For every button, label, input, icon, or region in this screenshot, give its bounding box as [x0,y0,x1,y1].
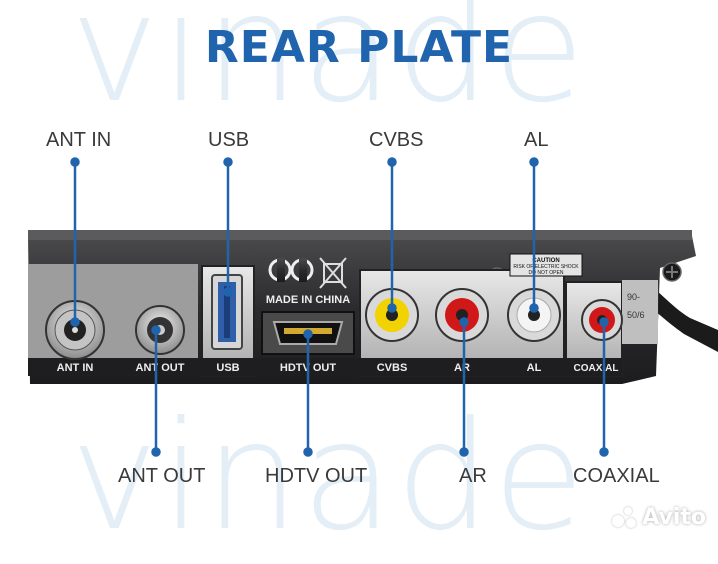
panel-label-al: AL [527,362,542,374]
weee-icon [319,257,347,289]
panel-text-made-in: MADE IN CHINA [266,294,350,306]
avito-logo-icon [612,506,638,529]
callout-ant-out: ANT OUT [118,465,206,487]
panel-label-cvbs: CVBS [377,362,408,374]
page-title: REAR PLATE [204,22,514,73]
panel-label-coaxial: COAXIAL [574,363,619,374]
panel-label-ant-in: ANT IN [57,362,94,374]
panel-text-caution-2: DO NOT OPEN [529,270,564,276]
leader-usb [223,157,233,297]
rca-cvbs [365,288,419,342]
panel-text-power-1: 90- [627,292,640,302]
panel-text-power-2: 50/6 [627,310,645,320]
callout-coaxial: COAXIAL [573,465,660,487]
leader-al [529,157,539,313]
device-illustration: MADE IN CHINA CAUTION RISK OF ELECTRIC S… [28,157,718,457]
screw-right [662,262,682,282]
panel-label-ar: AR [454,362,470,374]
panel-text-caution-1: RISK OF ELECTRIC SHOCK [513,264,579,270]
callout-ant-in: ANT IN [46,129,112,151]
callout-hdtv-out: HDTV OUT [265,465,368,487]
product-photo: vinade vinade REAR PLATE [28,0,718,564]
rca-al [507,288,561,342]
callout-ar: AR [459,465,487,487]
callout-usb: USB [208,129,250,151]
leader-ant-in [70,157,80,327]
leader-ant-out [151,325,161,457]
panel-text-caution-title: CAUTION [532,258,559,264]
usb-port [211,274,243,350]
avito-text: Avito [642,505,706,530]
panel-label-ant-out: ANT OUT [136,362,185,374]
rca-ar [435,288,489,342]
avito-watermark: Avito [612,505,706,530]
leader-cvbs [387,157,397,313]
ant-in-port [45,300,105,360]
ce-mark [268,258,314,282]
caution-label [509,253,583,277]
callout-al: AL [524,129,549,151]
leader-ar [459,317,469,457]
panel-label-usb: USB [216,362,239,374]
callout-cvbs: CVBS [369,129,424,151]
leader-hdtv-out [303,329,313,457]
leader-coaxial [599,317,609,457]
